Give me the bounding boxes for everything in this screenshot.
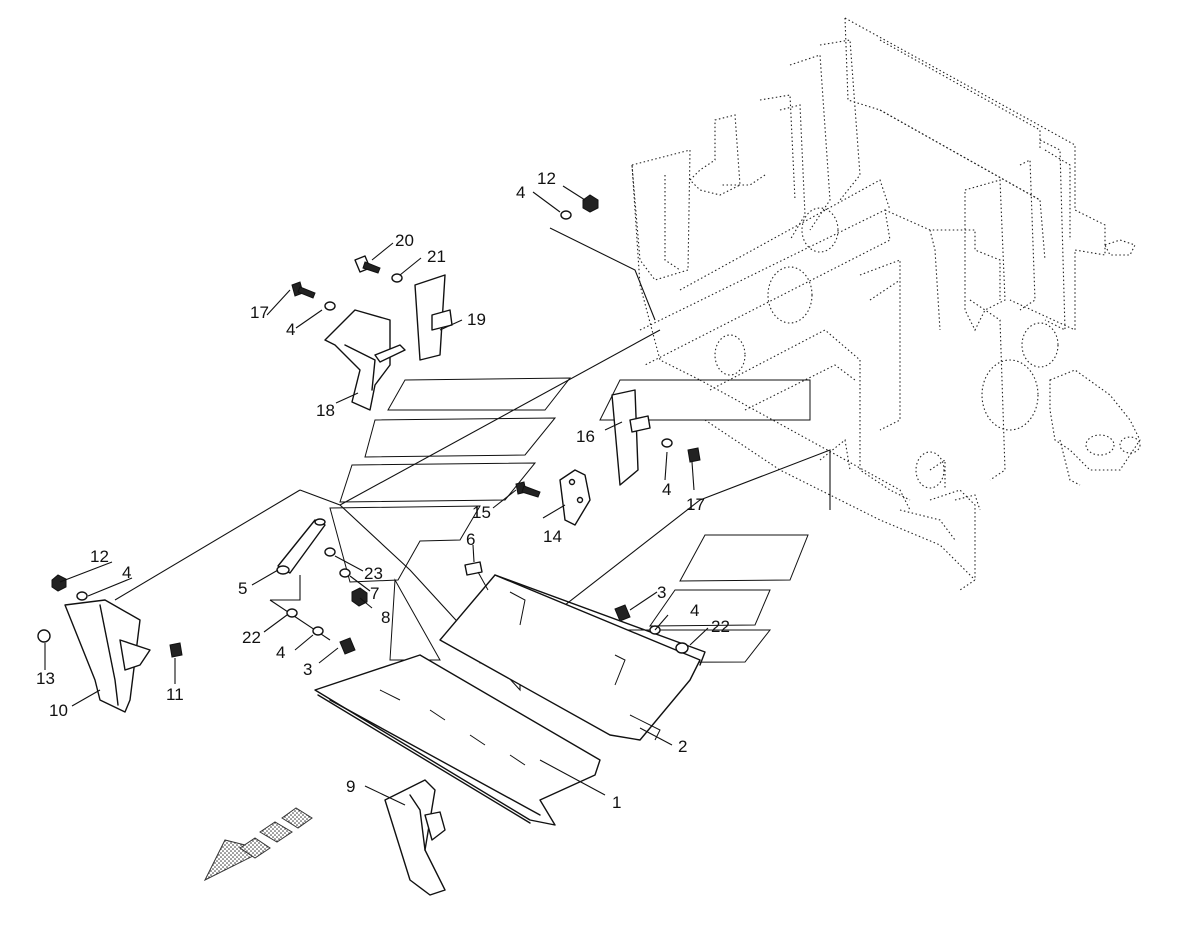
callout-18: 18 — [316, 401, 335, 420]
callout-10: 10 — [49, 701, 68, 720]
callout-19: 19 — [467, 310, 486, 329]
chassis-frame — [631, 17, 1141, 591]
callout-2: 2 — [678, 737, 687, 756]
callout-20: 20 — [395, 231, 414, 250]
callout-16: 16 — [576, 427, 595, 446]
callout-4: 4 — [516, 183, 525, 202]
callout-22: 22 — [242, 628, 261, 647]
plate-part-16 — [611, 389, 651, 486]
floor-plate-part-1 — [314, 654, 601, 826]
bracket-part-18 — [324, 309, 406, 411]
plate-part-19 — [414, 274, 453, 361]
callout-4: 4 — [662, 480, 671, 499]
callout-1: 1 — [612, 793, 621, 812]
forward-direction-arrow-icon — [203, 807, 313, 882]
callout-13: 13 — [36, 669, 55, 688]
callout-6: 6 — [466, 530, 475, 549]
callout-labels: 1 2 3 3 4 4 4 4 4 4 5 6 7 8 9 10 11 12 1… — [36, 169, 730, 812]
callout-leaders — [44, 185, 709, 806]
callout-14: 14 — [543, 527, 562, 546]
callout-3: 3 — [303, 660, 312, 679]
callout-4: 4 — [122, 563, 131, 582]
callout-4: 4 — [286, 320, 295, 339]
callout-23: 23 — [364, 564, 383, 583]
callout-21: 21 — [427, 247, 446, 266]
cover-plate-part-2 — [439, 574, 706, 741]
rod-part-5 — [276, 518, 326, 575]
callout-9: 9 — [346, 777, 355, 796]
callout-8: 8 — [381, 608, 390, 627]
callout-17: 17 — [250, 303, 269, 322]
callout-22: 22 — [711, 617, 730, 636]
bracket-part-14 — [559, 469, 591, 526]
callout-12: 12 — [537, 169, 556, 188]
callout-11: 11 — [166, 685, 184, 704]
callout-12: 12 — [90, 547, 109, 566]
callout-5: 5 — [238, 579, 247, 598]
side-guard-part-10 — [64, 599, 151, 713]
side-guard-part-9 — [384, 779, 446, 896]
callout-17: 17 — [686, 495, 705, 514]
callout-3: 3 — [657, 583, 666, 602]
callout-4: 4 — [690, 601, 699, 620]
fasteners — [37, 194, 701, 658]
callout-7: 7 — [370, 584, 379, 603]
callout-15: 15 — [472, 503, 491, 522]
callout-4: 4 — [276, 643, 285, 662]
